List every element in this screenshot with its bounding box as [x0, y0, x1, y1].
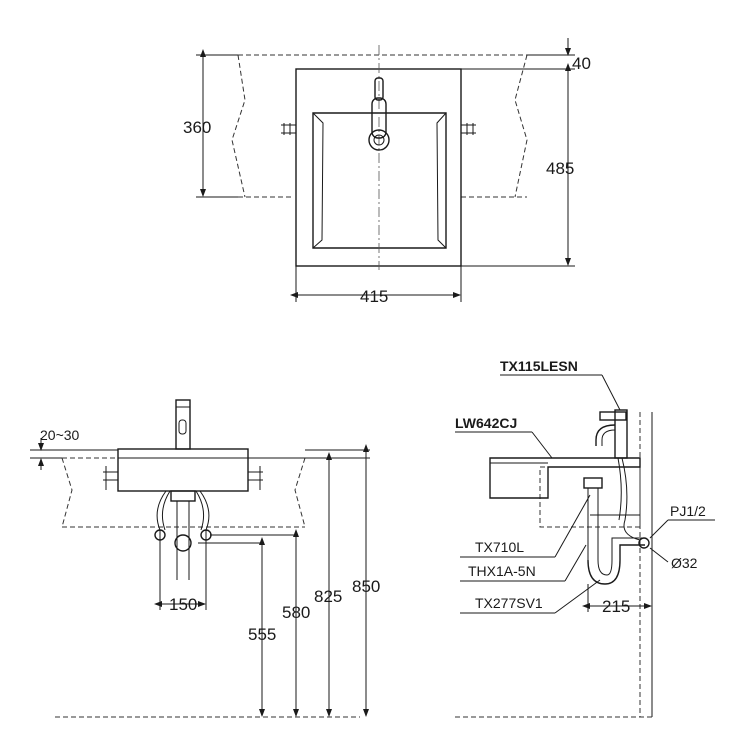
drain-front	[170, 490, 196, 502]
front-counter-outline	[61, 457, 306, 528]
front-view: 20~30 555 580 825 850	[30, 399, 380, 718]
front-bracket-right	[248, 466, 263, 490]
faucet-model-label: TX115LESN	[500, 358, 578, 374]
gap-dimension: 20~30	[40, 427, 80, 443]
faucet-side-spout	[595, 424, 616, 446]
top-view: 360 40 485 415	[183, 38, 591, 306]
hose-side	[621, 457, 641, 541]
bowl-outline	[312, 112, 447, 249]
supply-height-dimension: 580	[282, 603, 310, 622]
length-dimension: 485	[546, 159, 574, 178]
bowl-slope	[312, 112, 447, 249]
rim-height-dimension: 825	[314, 587, 342, 606]
hose-model-label: THX1A-5N	[468, 563, 536, 579]
wall-bracket-left	[281, 123, 296, 135]
trap-projection-dimension: 215	[602, 597, 630, 616]
pipe-thread-label: PJ1/2	[670, 503, 706, 519]
front-bracket-left	[103, 466, 118, 490]
drain-model-label: TX710L	[475, 539, 524, 555]
basin-top-outline	[295, 68, 462, 267]
hose-spacing-dimension: 150	[169, 595, 197, 614]
overhang-dimension: 40	[572, 54, 591, 73]
depth-dimension: 360	[183, 118, 211, 137]
width-dimension: 415	[360, 287, 388, 306]
wall-bracket-right	[461, 123, 476, 135]
side-view: TX115LESN LW642CJ TX710L THX1A-5N TX277S…	[455, 358, 715, 718]
faucet-front	[175, 399, 191, 450]
basin-front	[117, 448, 249, 492]
basin-model-label: LW642CJ	[455, 415, 517, 431]
trap-front	[174, 534, 192, 552]
basin-side	[489, 457, 641, 499]
faucet-handle-top	[374, 77, 384, 101]
wall-height-dimension: 850	[352, 577, 380, 596]
faucet-side-body	[614, 409, 628, 459]
drain-side	[583, 477, 603, 489]
pipe-diameter-label: Ø32	[671, 555, 698, 571]
faucet-spout-top	[371, 97, 387, 139]
faucet-base-top	[368, 129, 390, 151]
trap-side	[587, 544, 645, 585]
trap-model-label: TX277SV1	[475, 595, 543, 611]
counter-outline	[231, 54, 528, 198]
drain-height-dimension: 555	[248, 625, 276, 644]
